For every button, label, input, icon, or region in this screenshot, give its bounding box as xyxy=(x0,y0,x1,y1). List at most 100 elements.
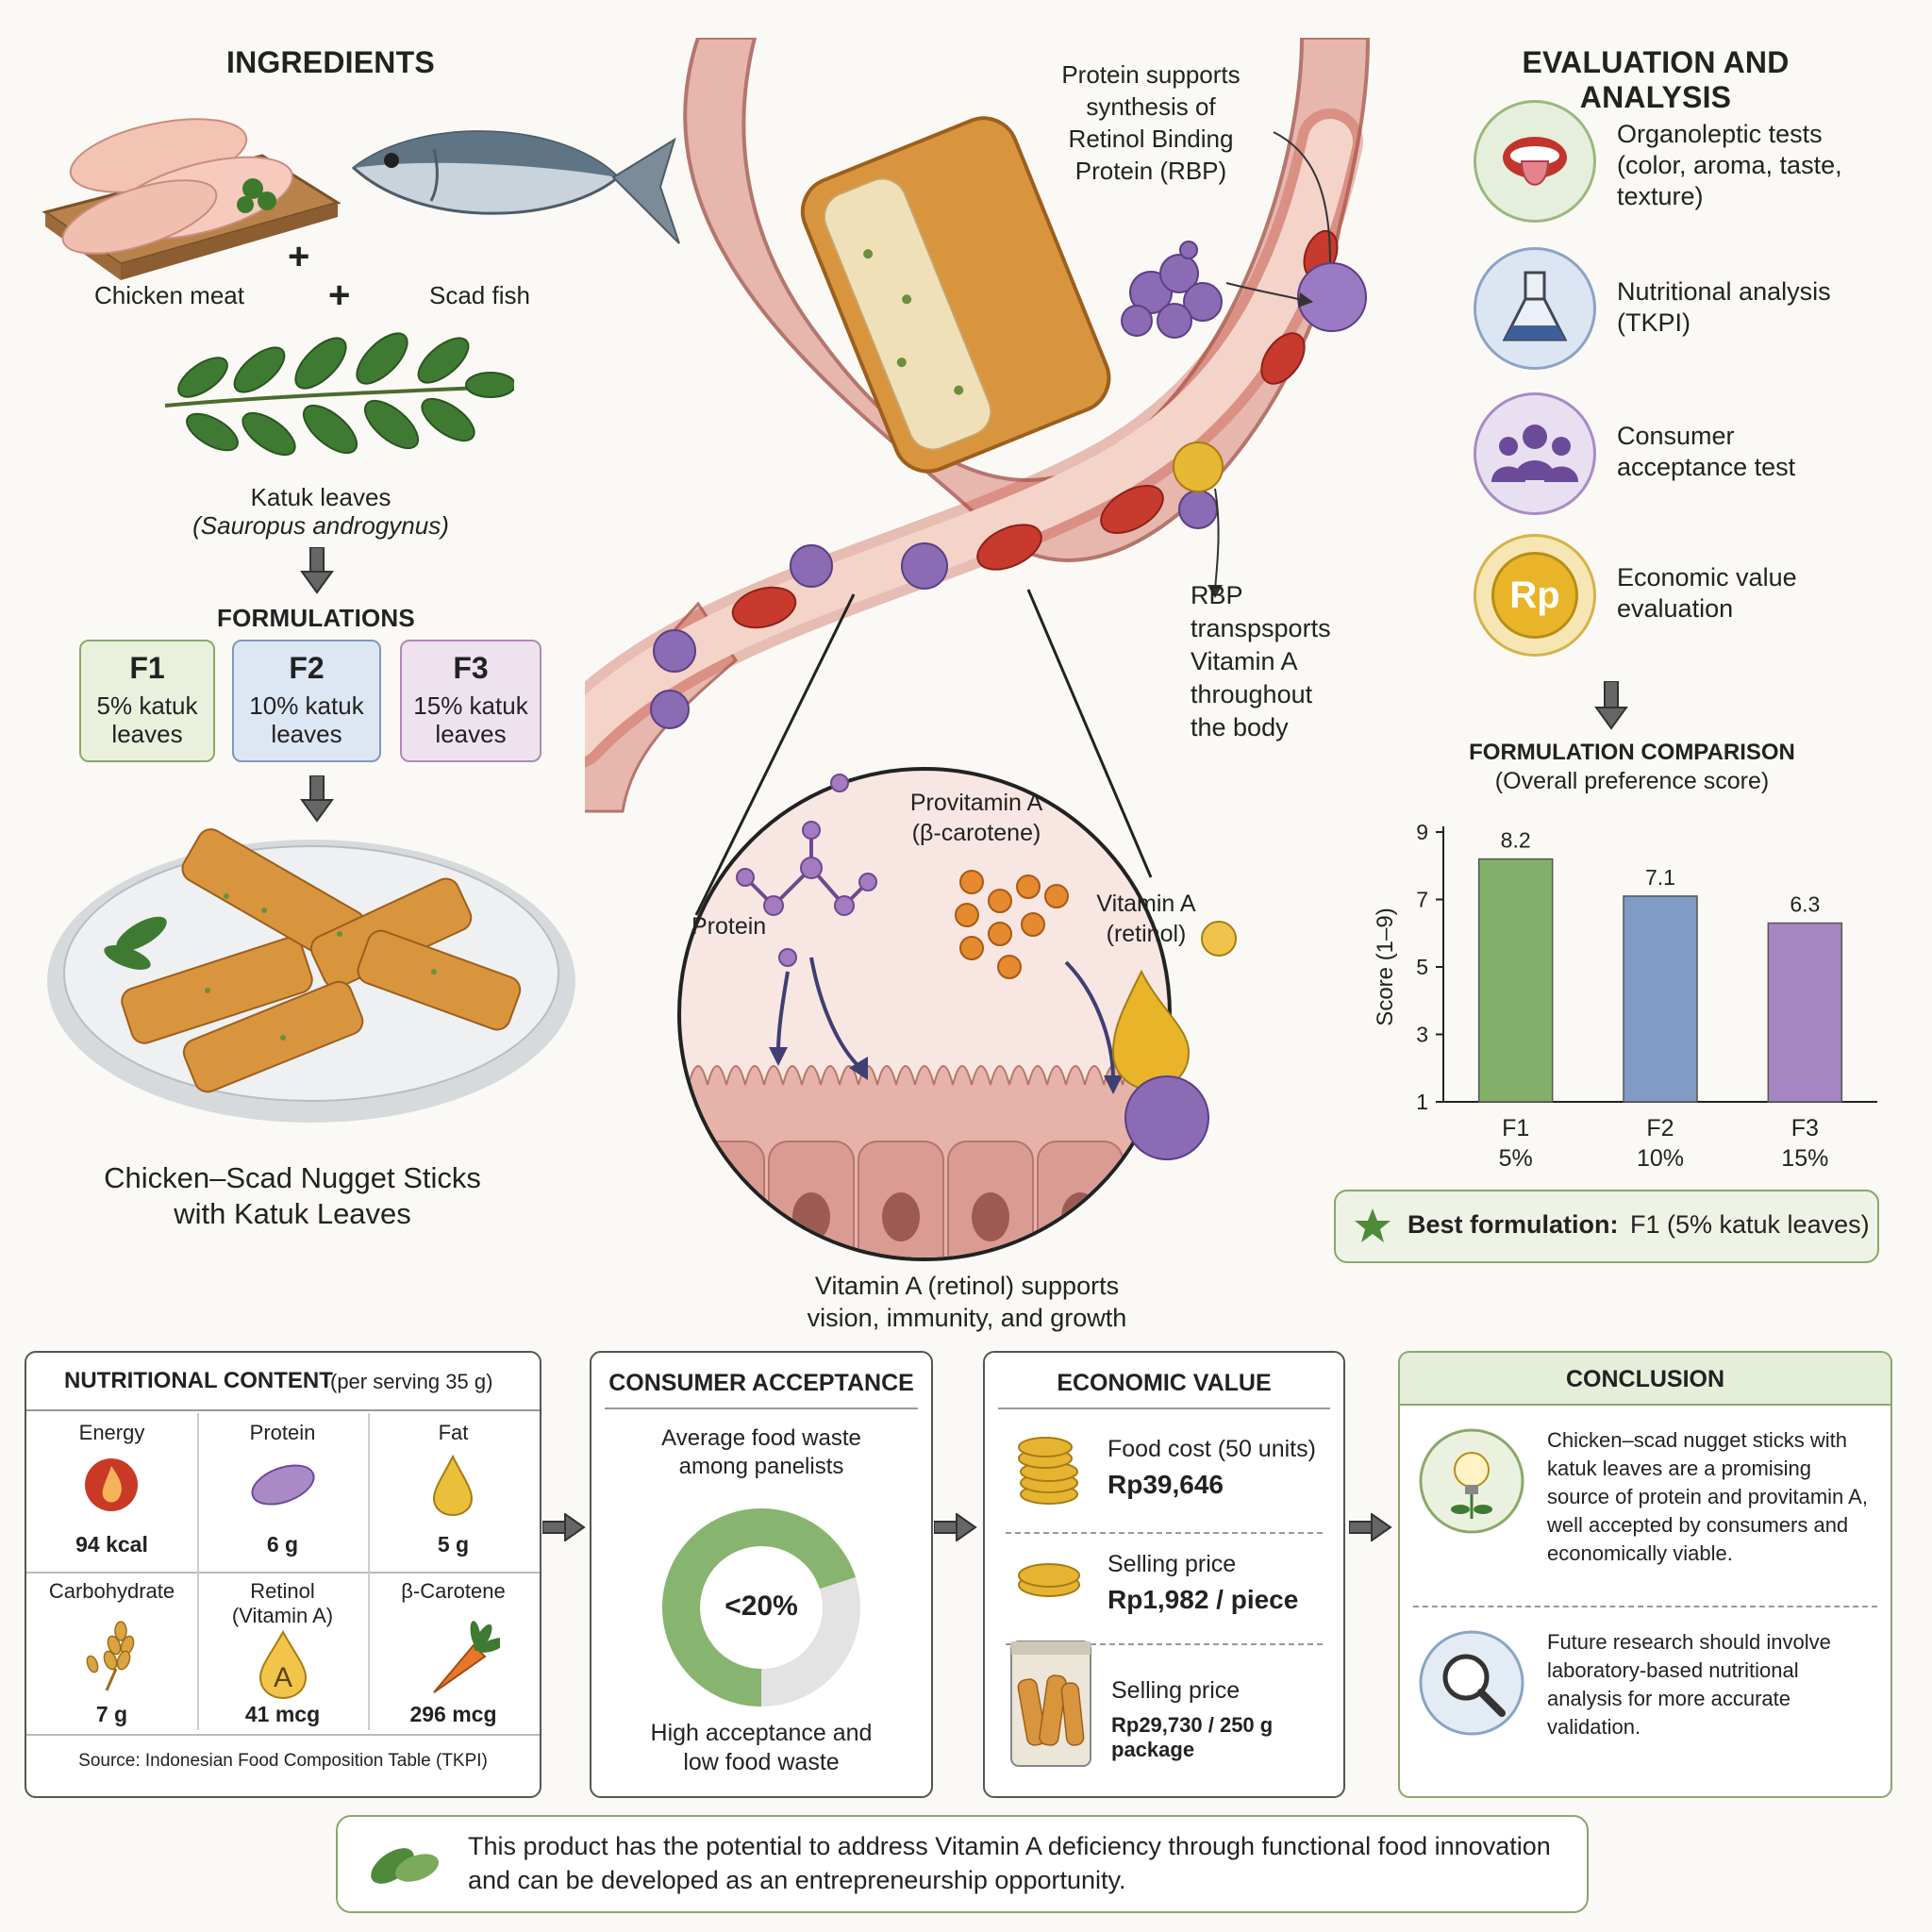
conclusion-title: CONCLUSION xyxy=(1565,1366,1725,1392)
coin-icon-text: Rp xyxy=(1491,552,1578,639)
nutrient-retinol-label-line2: (Vitamin A) xyxy=(231,1604,334,1627)
footer-line2: and can be developed as an entrepreneurs… xyxy=(468,1866,1126,1894)
consumer-panel: CONSUMER ACCEPTANCE Average food waste a… xyxy=(590,1351,933,1798)
eval-nutritional-line1: Nutritional analysis xyxy=(1617,277,1831,306)
formulation-f2-name: F2 xyxy=(289,651,325,685)
vitamin-a-icon-letter: A xyxy=(274,1662,292,1693)
footer-banner: This product has the potential to addres… xyxy=(336,1815,1589,1913)
nutrient-protein-label: Protein xyxy=(249,1421,316,1444)
nutrition-subtitle: (per serving 35 g) xyxy=(330,1370,493,1393)
nutrient-energy-value: 94 kcal xyxy=(75,1532,148,1557)
formulation-f2: F2 10% katuk leaves xyxy=(232,640,381,762)
chart-x-tick-sublabel: 15% xyxy=(1781,1145,1828,1172)
chart-y-tick-label: 7 xyxy=(1416,888,1428,912)
rbp-transport-line2: Vitamin A xyxy=(1191,647,1298,675)
formulation-f1-name: F1 xyxy=(129,651,165,685)
nutrient-fat-label: Fat xyxy=(438,1421,469,1444)
economic-item2-label: Selling price xyxy=(1108,1551,1237,1577)
consumer-top-text: Average food waste among panelists xyxy=(591,1424,931,1481)
rbp-synthesis-line2: synthesis of xyxy=(1086,92,1216,121)
product-name-line2: with Katuk Leaves xyxy=(174,1197,411,1230)
evaluation-title: EVALUATION AND ANALYSIS xyxy=(1522,45,1790,114)
chart-x-tick-label: F3 xyxy=(1791,1115,1819,1141)
conclusion-p1-line4: well accepted by consumers and xyxy=(1547,1513,1849,1537)
eval-consumer-text: Consumer acceptance test xyxy=(1617,421,1795,483)
chart-bar-f2 xyxy=(1623,895,1698,1103)
conclusion-p2-line1: Future research should involve xyxy=(1547,1630,1831,1654)
food-waste-donut xyxy=(662,1508,860,1707)
provitamin-line2: (β-carotene) xyxy=(911,820,1041,846)
rbp-synthesis-text: Protein supports synthesis of Retinol Bi… xyxy=(1047,58,1255,187)
arrow-down-icon xyxy=(1594,681,1628,730)
chart-data-label: 7.1 xyxy=(1645,865,1675,890)
nugget-plate-image xyxy=(47,828,575,1123)
carrot-icon xyxy=(433,1621,500,1693)
scad-fish-image xyxy=(351,130,680,244)
nutrient-energy-label: Energy xyxy=(78,1421,145,1444)
nutrient-beta-carotene-label: β-Carotene xyxy=(401,1579,506,1603)
protein-icon xyxy=(251,1464,315,1506)
best-formulation-bold: Best formulation: xyxy=(1407,1210,1619,1239)
star-icon xyxy=(1355,1208,1391,1242)
donut-center-label: <20% xyxy=(724,1591,798,1622)
mouth-icon xyxy=(1474,100,1596,223)
formulation-f3-line2: leaves xyxy=(435,720,507,748)
flame-icon xyxy=(85,1458,138,1511)
economic-item3-label: Selling price xyxy=(1111,1677,1241,1704)
chart-x-tick-label: F2 xyxy=(1646,1115,1674,1141)
protein-label: Protein xyxy=(691,913,767,940)
chart-bar-f3 xyxy=(1767,922,1843,1103)
nutrition-panel: NUTRITIONAL CONTENT (per serving 35 g) E… xyxy=(25,1351,541,1798)
rbp-transport-line1: RBP transpsports xyxy=(1191,581,1331,642)
ingredients-title: INGREDIENTS xyxy=(226,45,435,79)
plus-sign-2: + xyxy=(328,275,351,316)
conclusion-p2-line3: analysis for more accurate xyxy=(1547,1687,1790,1710)
nutrient-fat-value: 5 g xyxy=(437,1532,470,1557)
nutrient-carbohydrate-label: Carbohydrate xyxy=(48,1579,175,1603)
rbp-transport-line3: throughout xyxy=(1191,680,1313,708)
vitamin-a-caption-line2: vision, immunity, and growth xyxy=(807,1304,1127,1332)
nutrition-title: NUTRITIONAL CONTENT xyxy=(64,1368,333,1393)
chart-y-axis-label: Score (1–9) xyxy=(1373,908,1398,1025)
conclusion-p1-line2: katuk leaves are a promising xyxy=(1547,1457,1812,1480)
formulation-f3-name: F3 xyxy=(453,651,489,685)
magnifier-icon xyxy=(1419,1630,1524,1736)
flask-icon xyxy=(1474,247,1596,370)
arrow-right-icon xyxy=(934,1513,977,1541)
provitamin-label: Provitamin A (β-carotene) xyxy=(891,788,1061,848)
conclusion-p2-line4: validation. xyxy=(1547,1715,1641,1739)
coin-icon xyxy=(1018,1563,1080,1597)
katuk-leaves-latin: (Sauropus androgynus) xyxy=(192,511,449,540)
chart-data-label: 6.3 xyxy=(1790,892,1820,917)
product-name-line1: Chicken–Scad Nugget Sticks xyxy=(104,1161,481,1194)
chart-x-tick-sublabel: 5% xyxy=(1499,1145,1533,1172)
conclusion-p1-line5: economically viable. xyxy=(1547,1541,1733,1565)
consumer-top-line2: among panelists xyxy=(678,1454,844,1479)
chart-x-tick-sublabel: 10% xyxy=(1637,1145,1684,1172)
rbp-transport-line4: the body xyxy=(1191,713,1289,741)
eval-organoleptic-text: Organoleptic tests (color, aroma, taste,… xyxy=(1617,119,1842,212)
conclusion-panel: CONCLUSION Chicken–scad nugget sticks wi… xyxy=(1398,1351,1892,1798)
vitamin-a-caption-line1: Vitamin A (retinol) supports xyxy=(814,1272,1120,1300)
wheat-icon xyxy=(86,1621,135,1691)
economic-item1-value: Rp39,646 xyxy=(1108,1470,1224,1499)
conclusion-p1-line3: source of protein and provitamin A, xyxy=(1547,1485,1868,1508)
economic-item2-value: Rp1,982 / piece xyxy=(1108,1585,1299,1614)
formulation-f1-line1: 5% katuk xyxy=(96,691,198,720)
vitamin-a-label: Vitamin A (retinol) xyxy=(1080,889,1212,949)
chart-x-tick-label: F1 xyxy=(1502,1115,1529,1141)
formulation-f2-line1: 10% katuk xyxy=(249,691,364,720)
footer-line1: This product has the potential to addres… xyxy=(468,1832,1551,1860)
eval-organoleptic-line3: texture) xyxy=(1617,182,1704,210)
vitamin-a-caption: Vitamin A (retinol) supports vision, imm… xyxy=(755,1270,1179,1334)
economic-panel: ECONOMIC VALUE Food cost (50 units) Rp39… xyxy=(983,1351,1345,1798)
rbp-transport-text: RBP transpsports Vitamin A throughout th… xyxy=(1191,579,1379,744)
chart-y-tick-label: 3 xyxy=(1416,1023,1428,1047)
chart-title: FORMULATION COMPARISON xyxy=(1469,740,1795,765)
consumer-title: CONSUMER ACCEPTANCE xyxy=(608,1370,914,1396)
nutrient-retinol-label-line1: Retinol xyxy=(250,1579,315,1603)
eval-organoleptic-line2: (color, aroma, taste, xyxy=(1617,151,1842,179)
eval-consumer-line1: Consumer xyxy=(1617,422,1735,450)
eval-economic-line2: evaluation xyxy=(1617,594,1734,623)
eval-consumer-line2: acceptance test xyxy=(1617,453,1796,481)
